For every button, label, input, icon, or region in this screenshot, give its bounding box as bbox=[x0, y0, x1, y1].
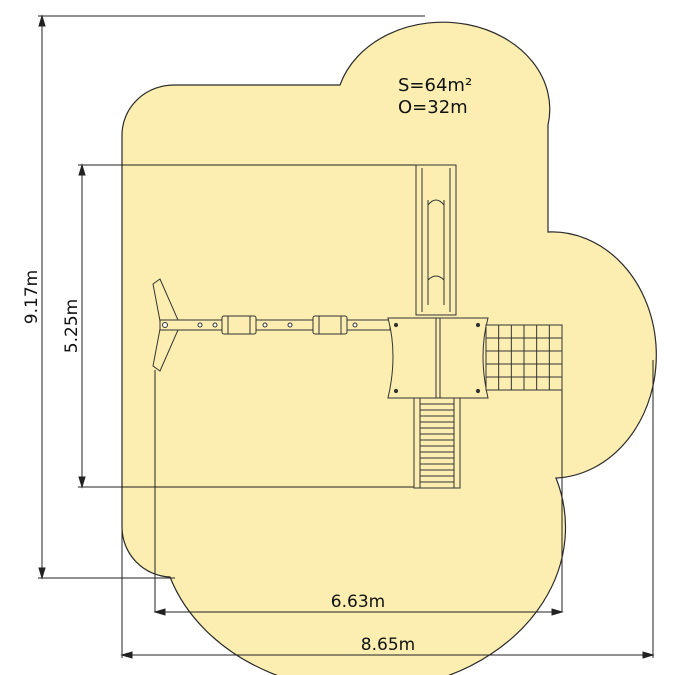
perimeter-label: O=32m bbox=[398, 97, 468, 118]
equipment-height-label: 5.25m bbox=[62, 299, 82, 353]
ladder bbox=[413, 397, 461, 489]
swing-seat-right bbox=[312, 315, 348, 335]
area-label: S=64m² bbox=[398, 75, 472, 96]
slide bbox=[415, 164, 457, 316]
tower-platform bbox=[387, 317, 489, 399]
swing-seat-left bbox=[221, 315, 257, 335]
total-height-label: 9.17m bbox=[22, 270, 42, 324]
safety-zone bbox=[121, 21, 657, 675]
total-width-label: 8.65m bbox=[361, 635, 415, 655]
swing-frame bbox=[152, 278, 391, 372]
dimension-lines bbox=[38, 14, 655, 659]
extension-lines bbox=[38, 15, 654, 658]
equipment-width-label: 6.63m bbox=[331, 592, 385, 612]
climbing-net bbox=[485, 324, 563, 391]
